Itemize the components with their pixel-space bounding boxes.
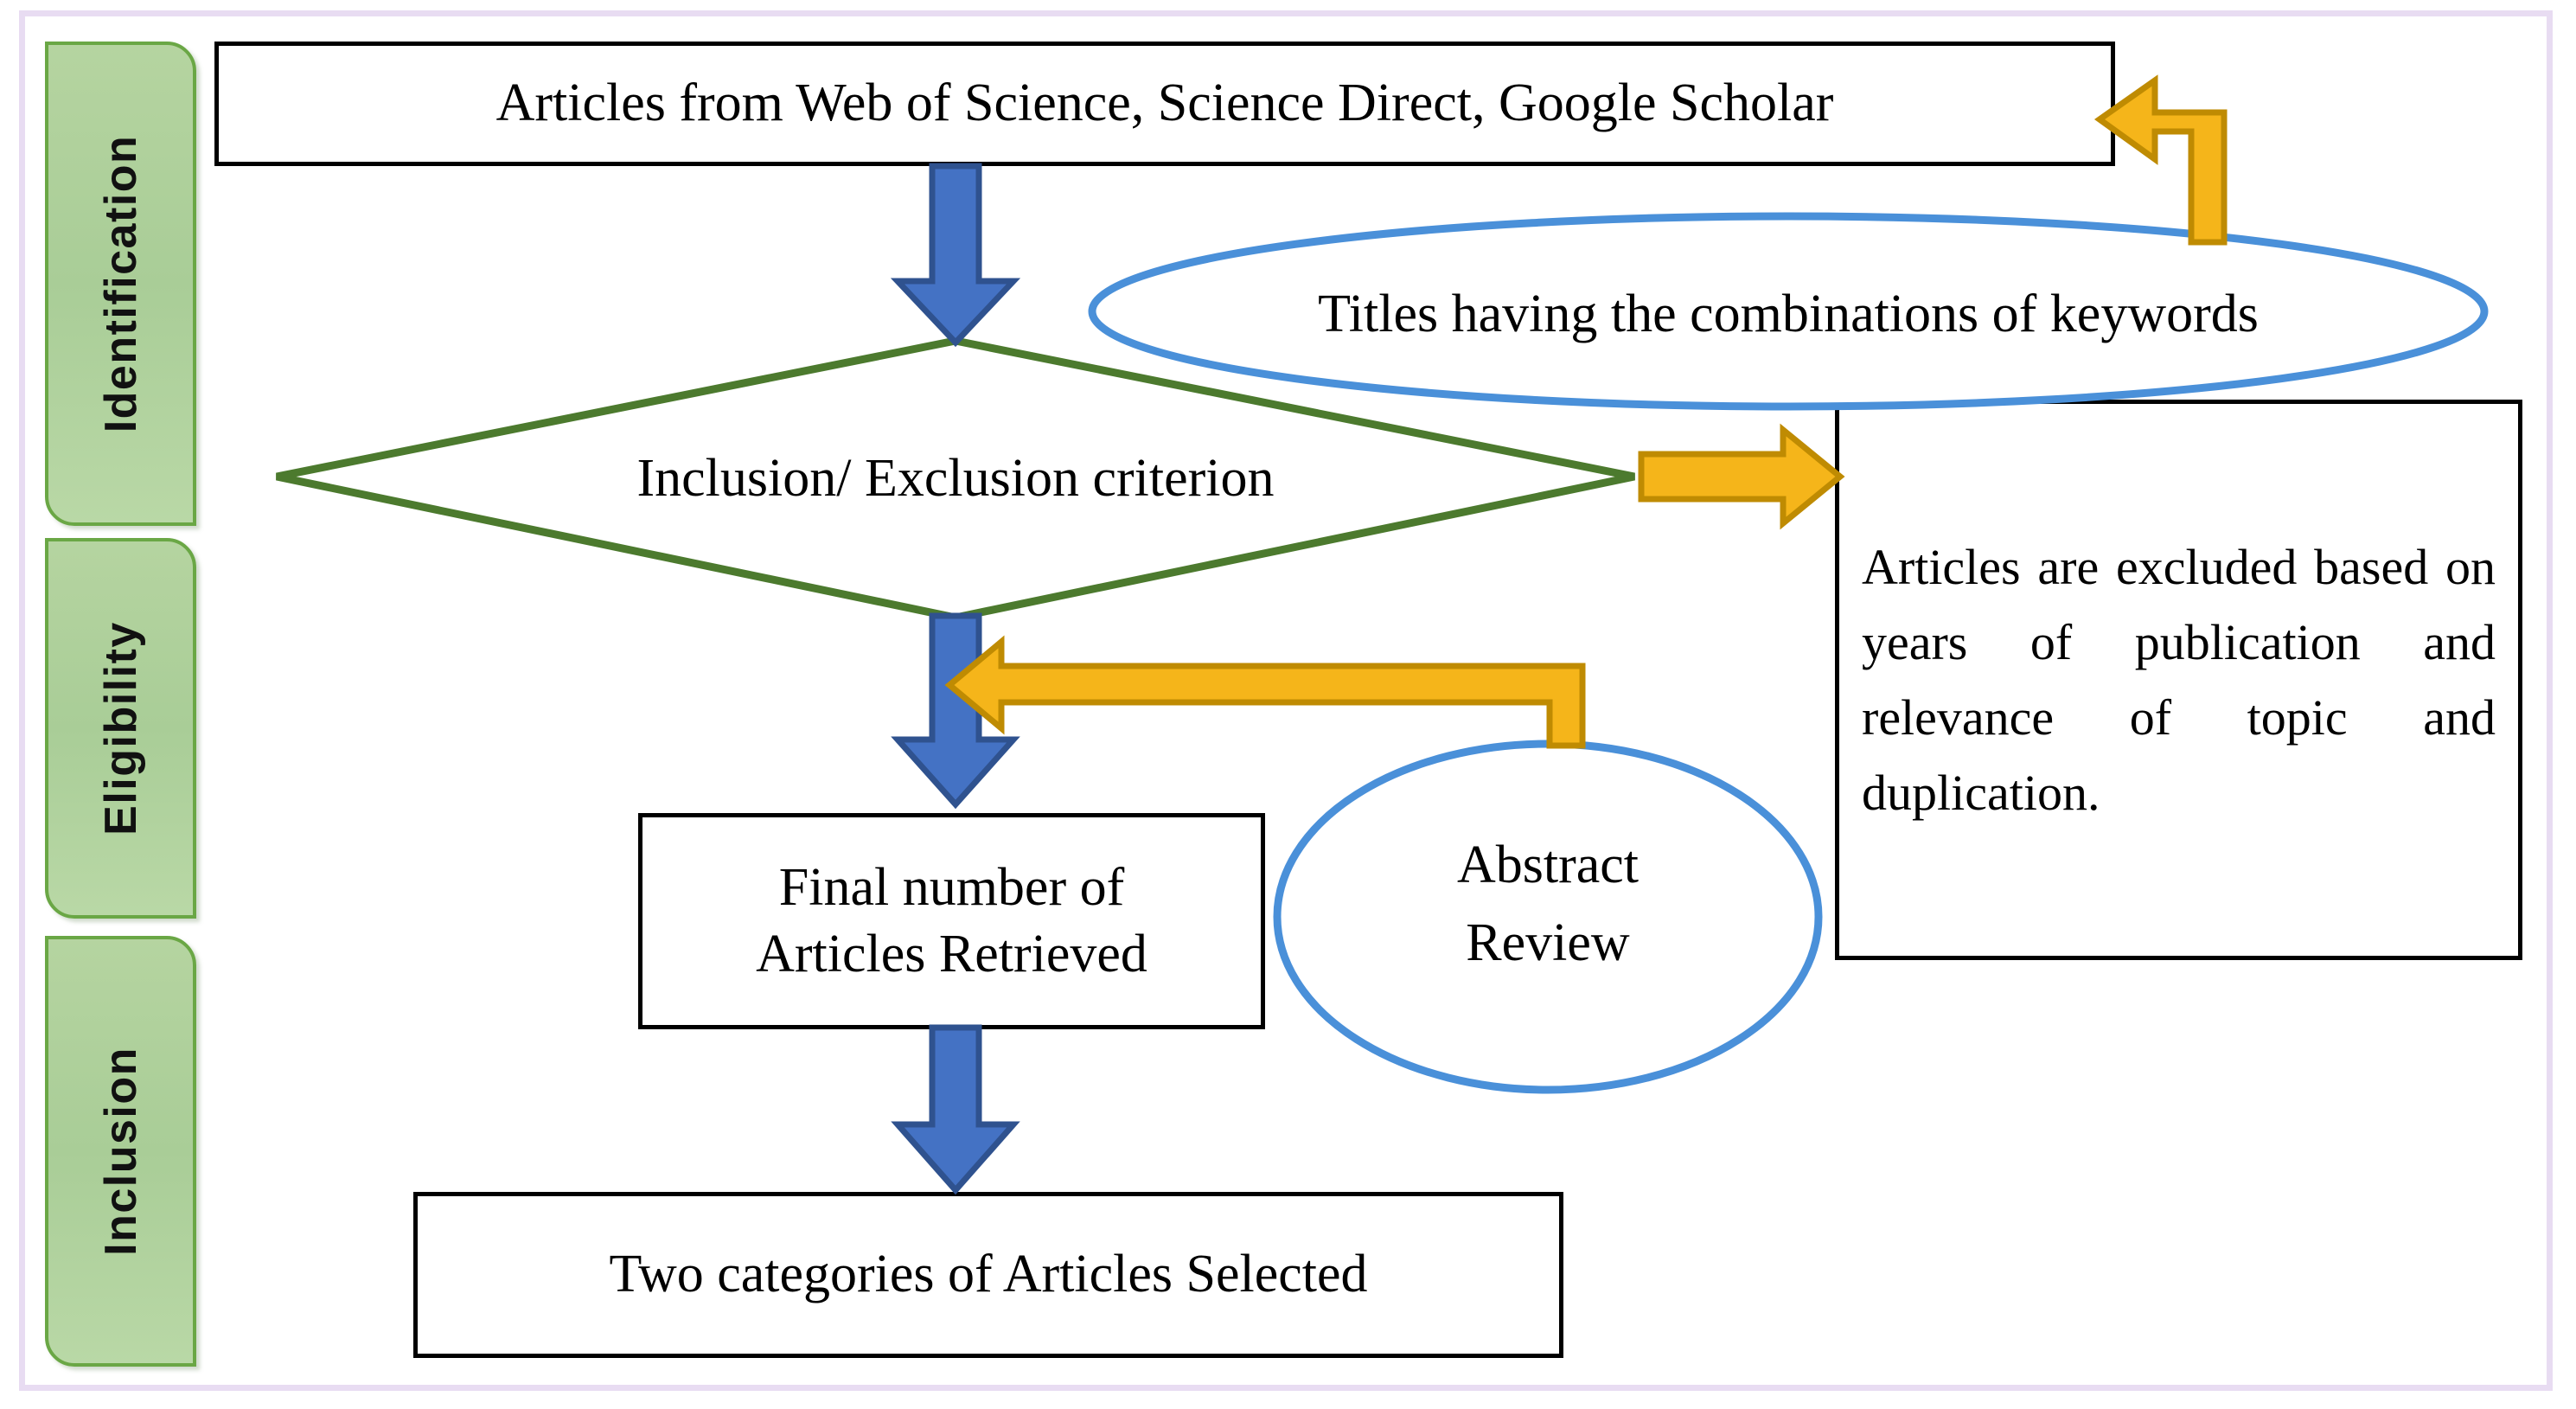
node-final-number-text: Final number of Articles Retrieved [742,855,1161,989]
node-abstract-review[interactable]: Abstract Review [1273,740,1823,1094]
node-excluded-text: Articles are excluded based on years of … [1862,539,2496,821]
node-excluded[interactable]: Articles are excluded based on years of … [1835,400,2522,960]
node-final-number[interactable]: Final number of Articles Retrieved [638,813,1265,1029]
node-final-number-line1: Final number of [778,857,1125,917]
phase-tab-identification[interactable]: Identification [45,42,196,526]
node-sources[interactable]: Articles from Web of Science, Science Di… [214,42,2115,166]
node-keywords-text: Titles having the combinations of keywor… [1318,285,2259,343]
keywords-ellipse-shape [1088,212,2489,411]
phase-tab-eligibility[interactable]: Eligibility [45,538,196,919]
phase-label-identification: Identification [95,134,146,433]
phase-label-inclusion: Inclusion [95,1047,146,1256]
node-abstract-review-line2: Review [1466,913,1630,972]
node-abstract-review-line1: Abstract [1457,836,1639,894]
node-two-categories[interactable]: Two categories of Articles Selected [413,1192,1563,1358]
phase-tab-inclusion[interactable]: Inclusion [45,936,196,1367]
node-criterion[interactable]: Inclusion/ Exclusion criterion [276,336,1635,622]
node-two-categories-text: Two categories of Articles Selected [609,1245,1368,1304]
phase-label-eligibility: Eligibility [95,621,146,836]
node-keywords[interactable]: Titles having the combinations of keywor… [1088,212,2489,411]
node-sources-text: Articles from Web of Science, Science Di… [495,74,1834,133]
node-final-number-line2: Articles Retrieved [756,925,1147,983]
node-criterion-text: Inclusion/ Exclusion criterion [637,449,1275,508]
